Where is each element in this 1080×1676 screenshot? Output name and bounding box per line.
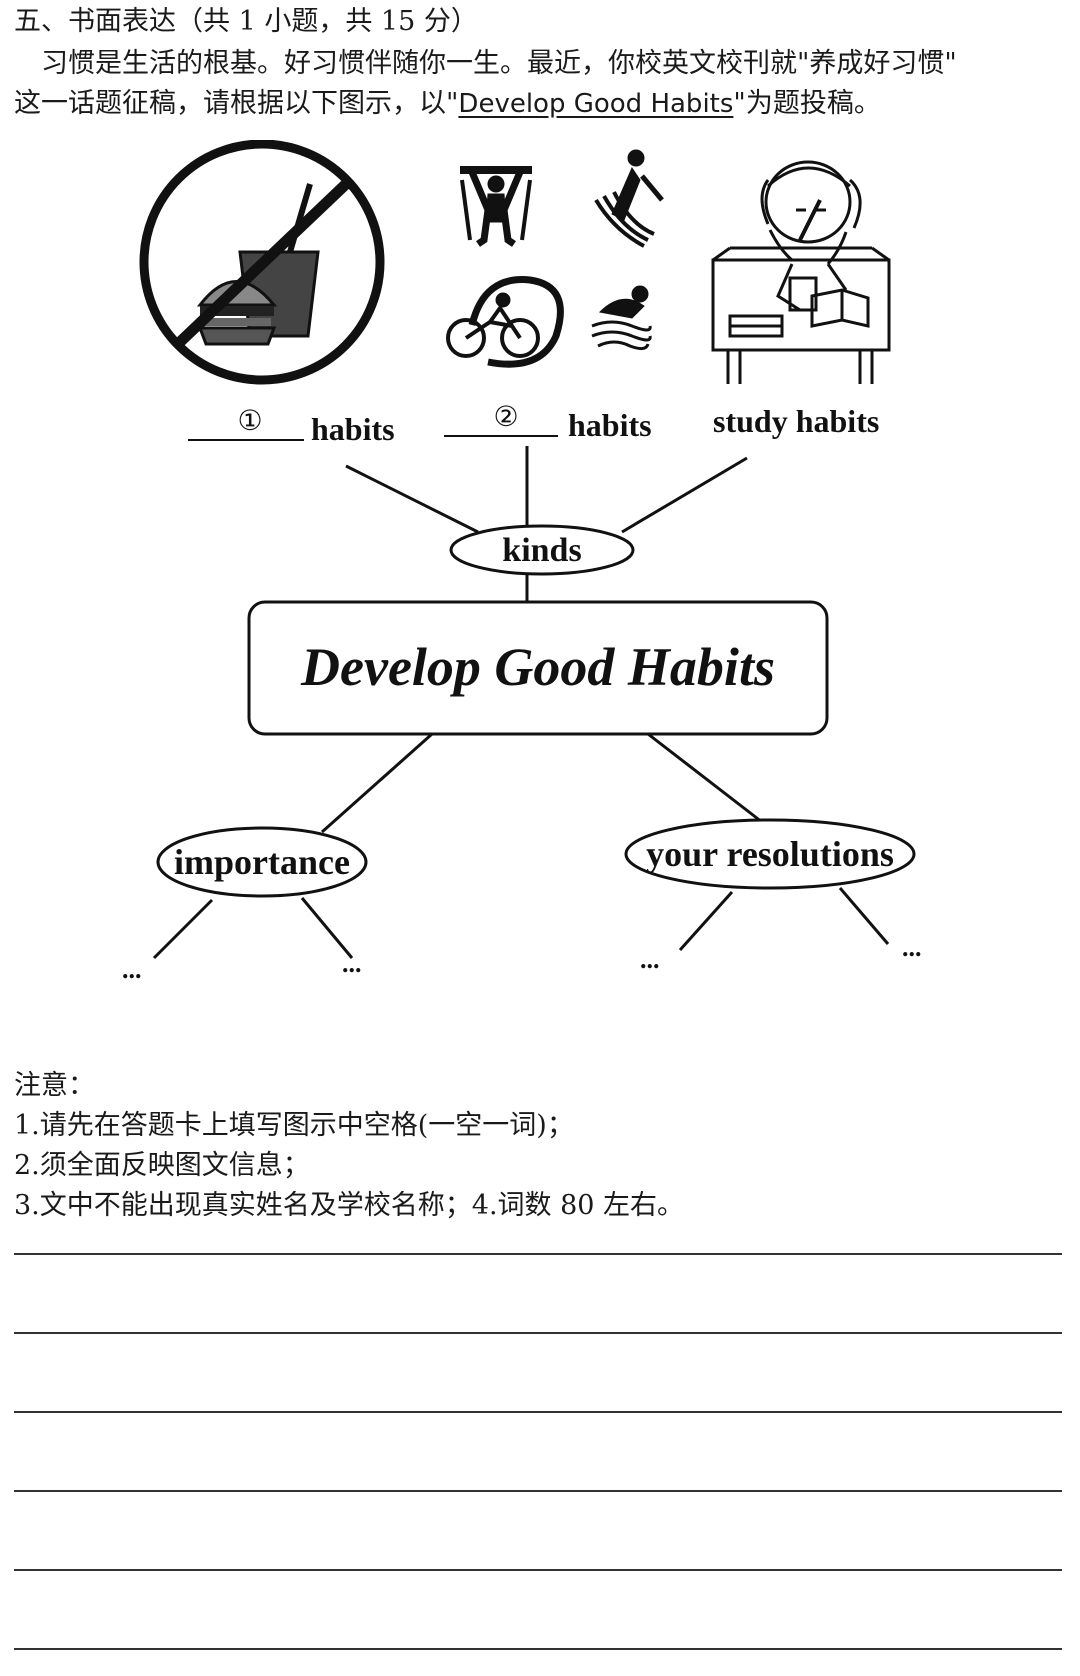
swimming-icon bbox=[591, 285, 652, 351]
importance-label: importance bbox=[174, 842, 350, 882]
prompt-line-2-after: "为题投稿。 bbox=[733, 88, 881, 119]
habits-label-2: habits bbox=[568, 407, 652, 443]
prompt-line-1: 习惯是生活的根基。好习惯伴随你一生。最近，你校英文校刊就"养成好习惯" bbox=[41, 48, 957, 79]
section-heading-text: 五、书面表达（共 1 小题，共 15 分） bbox=[14, 6, 478, 37]
cycling-icon bbox=[446, 276, 564, 368]
answer-line[interactable] bbox=[14, 1332, 1062, 1334]
answer-line[interactable] bbox=[14, 1253, 1062, 1255]
writing-prompt: 习惯是生活的根基。好习惯伴随你一生。最近，你校英文校刊就"养成好习惯" 这一话题… bbox=[14, 44, 1060, 124]
notes-title: 注意： bbox=[14, 1070, 95, 1101]
prompt-line-2-before: 这一话题征稿，请根据以下图示，以" bbox=[14, 88, 459, 119]
prompt-line-2: 这一话题征稿，请根据以下图示，以"Develop Good Habits"为题投… bbox=[14, 84, 1060, 124]
blank-2-marker: ② bbox=[493, 400, 518, 433]
studying-girl-icon bbox=[711, 160, 891, 384]
answer-line[interactable] bbox=[14, 1490, 1062, 1492]
answer-line[interactable] bbox=[14, 1648, 1062, 1650]
center-title: Develop Good Habits bbox=[300, 637, 775, 697]
kinds-bubble bbox=[449, 524, 635, 576]
notes-item-1: 1.请先在答题卡上填写图示中空格(一空一词)； bbox=[14, 1110, 574, 1141]
no-junk-food-icon bbox=[139, 140, 385, 385]
habits-label-1: habits bbox=[311, 411, 395, 447]
resolutions-bubble bbox=[624, 818, 916, 890]
notes-item-3: 3.文中不能出现真实姓名及学校名称；4.词数 80 左右。 bbox=[14, 1190, 685, 1221]
study-habits-label: study habits bbox=[713, 403, 879, 439]
diving-icon bbox=[594, 149, 664, 248]
section-heading: 五、书面表达（共 1 小题，共 15 分） bbox=[14, 2, 1060, 42]
ellipsis-3: ... bbox=[640, 945, 660, 974]
center-title-box bbox=[247, 600, 829, 736]
resolutions-label: your resolutions bbox=[646, 834, 894, 874]
connector-lines bbox=[152, 446, 890, 960]
essay-title: Develop Good Habits bbox=[458, 89, 734, 119]
answer-line[interactable] bbox=[14, 1411, 1062, 1413]
ellipsis-4: ... bbox=[902, 933, 922, 962]
answer-line[interactable] bbox=[14, 1569, 1062, 1571]
mind-map-diagram: ① habits ② habits study habits kinds Dev… bbox=[122, 140, 922, 984]
importance-bubble bbox=[156, 826, 368, 898]
ellipsis-1: ... bbox=[122, 955, 142, 984]
ellipsis-2: ... bbox=[342, 949, 362, 978]
notes-item-2: 2.须全面反映图文信息； bbox=[14, 1150, 310, 1181]
blank-1-marker: ① bbox=[237, 404, 262, 437]
weightlifting-icon bbox=[460, 166, 532, 247]
kinds-label: kinds bbox=[502, 532, 581, 569]
notes-section: 注意： 1.请先在答题卡上填写图示中空格(一空一词)； 2.须全面反映图文信息；… bbox=[14, 1066, 1060, 1226]
